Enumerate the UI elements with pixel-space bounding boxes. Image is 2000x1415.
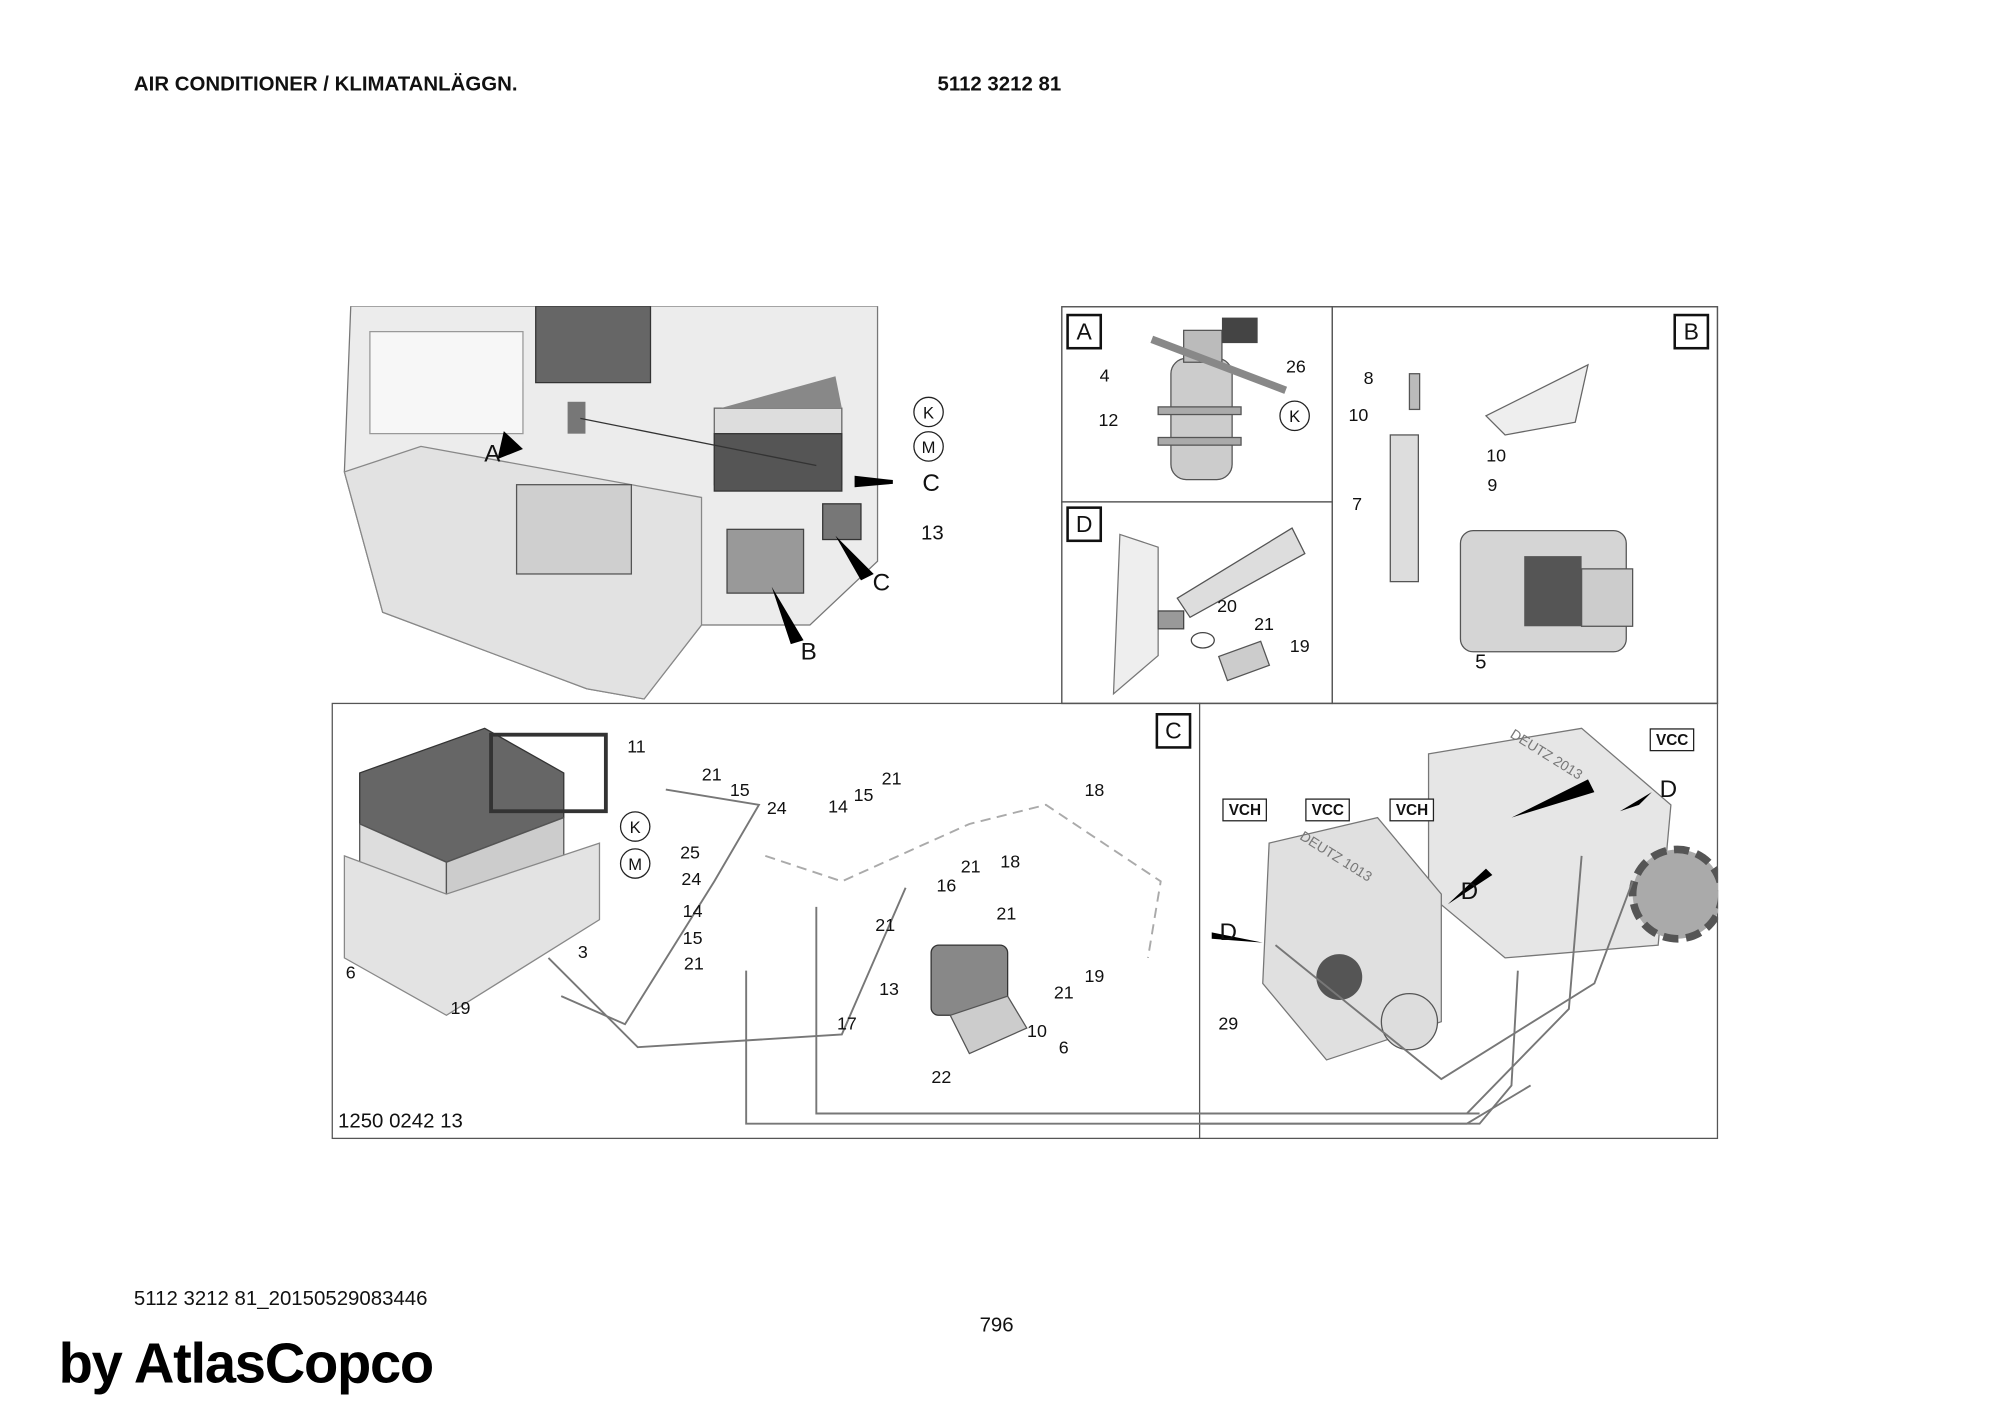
footer-file-id: 5112 3212 81_20150529083446 <box>133 1288 428 1310</box>
callout-29: 29 <box>1218 1012 1239 1034</box>
detail-b-label: B <box>1673 313 1710 350</box>
callout-8: 8 <box>1363 367 1374 388</box>
page-number: 796 <box>979 1315 1014 1337</box>
callout-9: 9 <box>1487 474 1498 495</box>
callout-21: 21 <box>683 952 704 974</box>
callout-18: 18 <box>1084 779 1105 800</box>
callout-21: 21 <box>996 903 1017 924</box>
callout-d: D <box>1460 878 1479 906</box>
callout-22: 22 <box>931 1066 952 1087</box>
callout-15: 15 <box>729 779 750 800</box>
callout-14: 14 <box>682 900 703 921</box>
callout-k: K <box>619 811 651 842</box>
callout-24: 24 <box>681 868 702 890</box>
callout-11: 11 <box>627 735 646 757</box>
vch-tag: VCH <box>1222 798 1268 822</box>
callout-5: 5 <box>1475 651 1487 674</box>
callout-21: 21 <box>701 764 722 785</box>
drawing-number: 1250 0242 13 <box>338 1110 463 1133</box>
callout-m: M <box>913 431 944 462</box>
callout-6: 6 <box>345 961 356 983</box>
callout-25: 25 <box>680 841 700 863</box>
watermark: by AtlasCopco <box>58 1332 435 1396</box>
callout-6: 6 <box>1058 1036 1069 1058</box>
callout-21: 21 <box>1053 982 1074 1003</box>
detail-c-label: C <box>1155 713 1192 749</box>
detail-d-label: D <box>1066 506 1103 543</box>
detail-c-illustration <box>332 703 1718 1139</box>
callout-m: M <box>619 848 651 879</box>
callout-26: 26 <box>1285 355 1306 377</box>
callout-b: B <box>800 639 817 666</box>
callout-k: K <box>913 396 944 428</box>
callout-21: 21 <box>881 767 902 789</box>
detail-b-panel <box>1331 306 1719 705</box>
callout-a: A <box>484 441 501 469</box>
callout-7: 7 <box>1352 493 1363 515</box>
callout-21: 21 <box>1254 613 1274 634</box>
callout-18: 18 <box>1000 850 1021 872</box>
callout-21: 21 <box>960 855 981 877</box>
callout-4: 4 <box>1099 364 1110 386</box>
page-title: AIR CONDITIONER / KLIMATANLÄGGN. <box>133 73 518 96</box>
callout-16: 16 <box>936 874 957 896</box>
callout-d: D <box>1659 776 1678 804</box>
callout-13: 13 <box>921 522 944 545</box>
cab-overview-illustration <box>332 306 893 704</box>
detail-d-panel <box>1061 501 1333 705</box>
callout-10: 10 <box>1486 445 1507 466</box>
callout-d: D <box>1219 919 1238 947</box>
detail-a-label: A <box>1066 313 1103 350</box>
document-number: 5112 3212 81 <box>937 73 1062 96</box>
vch-tag: VCH <box>1389 798 1435 822</box>
callout-24: 24 <box>766 797 787 818</box>
callout-c: C <box>872 570 891 597</box>
callout-15: 15 <box>853 784 874 805</box>
vcc-tag: VCC <box>1305 798 1351 822</box>
callout-k: K <box>1279 400 1310 432</box>
callout-12: 12 <box>1098 409 1119 430</box>
engine-panel <box>1198 702 1718 1140</box>
callout-13: 13 <box>879 978 899 999</box>
callout-17: 17 <box>836 1012 857 1034</box>
callout-19: 19 <box>450 997 471 1018</box>
callout-10: 10 <box>1348 404 1369 425</box>
detail-a-panel <box>1061 306 1333 503</box>
callout-20: 20 <box>1217 595 1237 617</box>
callout-19: 19 <box>1289 635 1310 656</box>
engine-illustration: DEUTZ 1013 DEUTZ 2013 <box>1198 703 1719 1139</box>
callout-3: 3 <box>577 941 588 962</box>
callout-21: 21 <box>875 914 896 935</box>
callout-14: 14 <box>828 795 848 817</box>
vcc-tag: VCC <box>1649 728 1695 752</box>
callout-c: C <box>922 470 940 498</box>
callout-19: 19 <box>1084 965 1105 986</box>
callout-15: 15 <box>682 927 703 948</box>
callout-10: 10 <box>1027 1020 1047 1041</box>
